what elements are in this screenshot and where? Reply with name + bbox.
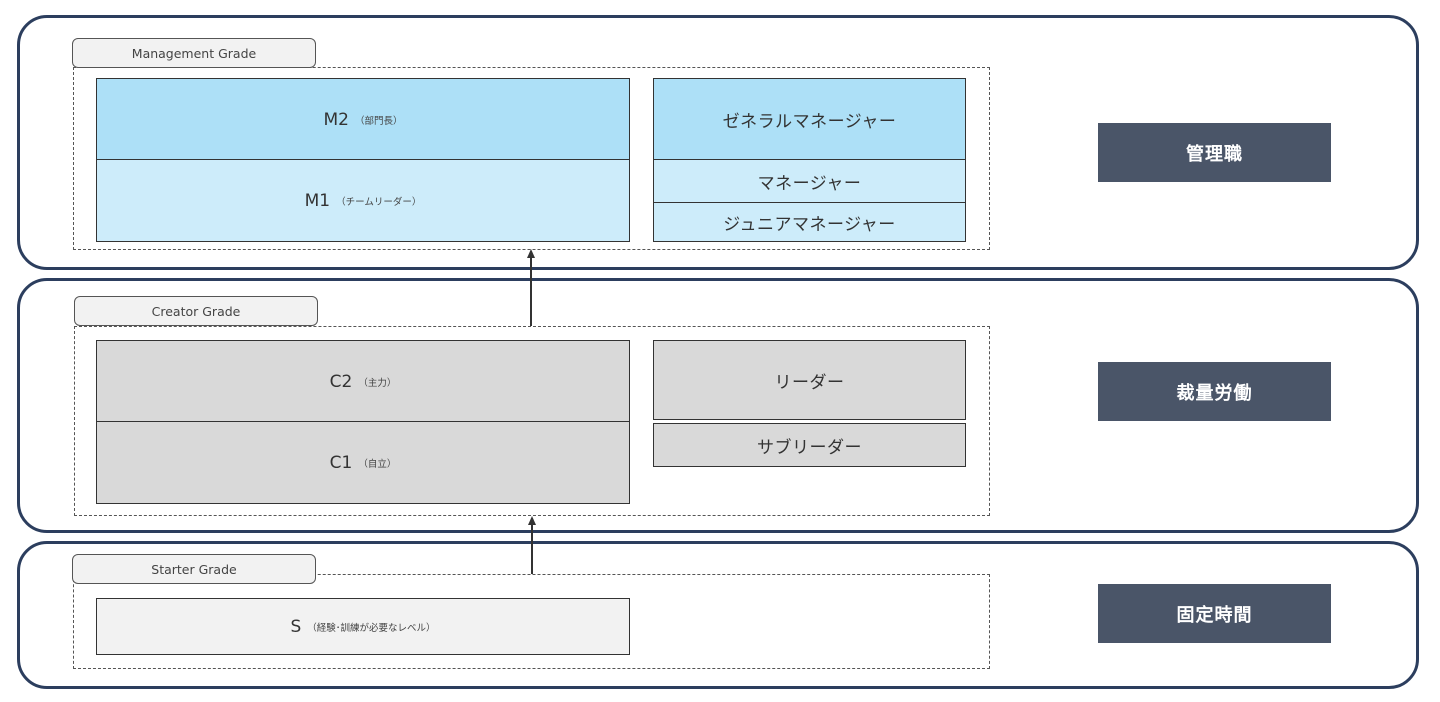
- level-c2: C2 （主力）: [96, 340, 630, 423]
- starter-grade-tab: Starter Grade: [72, 554, 316, 584]
- category-badge-management: 管理職: [1098, 123, 1331, 182]
- management-grade-tab: Management Grade: [72, 38, 316, 68]
- role-label: リーダー: [774, 372, 845, 393]
- level-desc: （自立）: [358, 458, 397, 470]
- level-code: S: [290, 616, 302, 637]
- role-label: マネージャー: [757, 174, 862, 194]
- creator-grade-group: [74, 326, 990, 516]
- role-junior-manager: ジュニアマネージャー: [653, 202, 966, 242]
- level-desc: （チームリーダー）: [336, 196, 422, 208]
- level-desc: （主力）: [358, 377, 397, 389]
- creator-grade-tab: Creator Grade: [74, 296, 318, 326]
- role-label: サブリーダー: [757, 437, 862, 458]
- role-sub-leader: サブリーダー: [653, 423, 966, 467]
- level-code: M1: [304, 190, 331, 211]
- category-label: 固定時間: [1176, 604, 1253, 626]
- level-m2: M2 （部門長）: [96, 78, 630, 161]
- category-label: 管理職: [1186, 143, 1243, 165]
- grade-label: Creator Grade: [151, 303, 241, 319]
- category-label: 裁量労働: [1176, 382, 1253, 404]
- category-badge-starter: 固定時間: [1098, 584, 1331, 643]
- level-desc: （経験･訓練が必要なレベル）: [307, 622, 436, 634]
- grade-label: Starter Grade: [151, 561, 237, 577]
- level-c1: C1 （自立）: [96, 421, 630, 504]
- role-general-manager: ゼネラルマネージャー: [653, 78, 966, 161]
- role-label: ゼネラルマネージャー: [722, 112, 897, 132]
- role-label: ジュニアマネージャー: [723, 214, 896, 235]
- starter-grade-group: [73, 574, 990, 669]
- level-desc: （部門長）: [354, 115, 403, 127]
- level-s: S （経験･訓練が必要なレベル）: [96, 598, 630, 655]
- category-badge-creator: 裁量労働: [1098, 362, 1331, 421]
- level-m1: M1 （チームリーダー）: [96, 159, 630, 242]
- level-code: C2: [329, 371, 353, 392]
- level-code: M2: [323, 109, 349, 130]
- role-leader: リーダー: [653, 340, 966, 420]
- role-manager: マネージャー: [653, 159, 966, 204]
- grade-label: Management Grade: [131, 45, 257, 61]
- level-code: C1: [329, 452, 353, 473]
